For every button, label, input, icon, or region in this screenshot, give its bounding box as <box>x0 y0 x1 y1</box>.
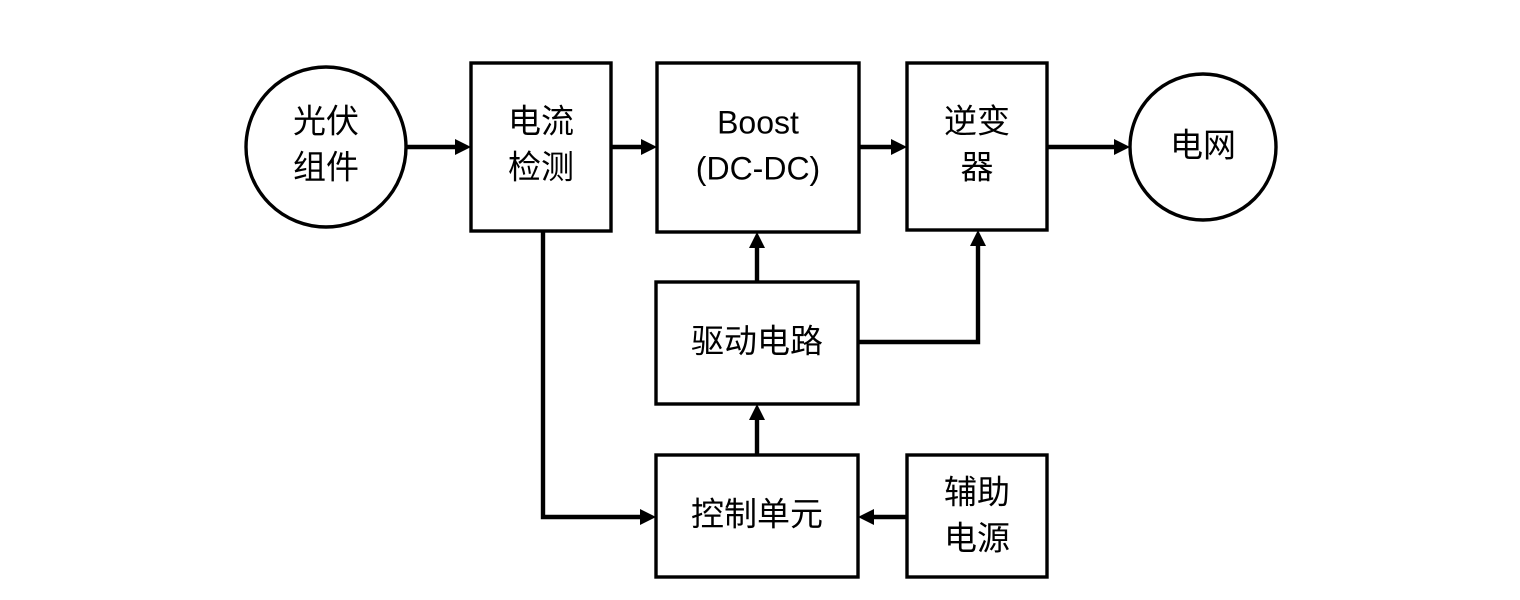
node-current-detection[interactable]: 电流 检测 <box>469 61 613 233</box>
pv-module-label-line1: 光伏 <box>293 103 359 140</box>
arrowhead-icon <box>858 509 874 525</box>
arrowhead-icon <box>455 139 471 155</box>
auxiliary-power-box[interactable] <box>905 453 1049 579</box>
control-unit-box[interactable] <box>654 453 860 579</box>
node-drive-circuit[interactable]: 驱动电路 <box>654 280 860 406</box>
edge-drive-circuit-to-inverter <box>858 230 986 345</box>
current-detection-label-line2: 检测 <box>508 149 574 186</box>
arrowhead-icon <box>1114 139 1130 155</box>
drive-circuit-box[interactable] <box>654 280 860 406</box>
auxiliary-power-label-line1: 辅助 <box>944 474 1010 511</box>
node-power-grid[interactable]: 电网 <box>1128 72 1278 222</box>
auxiliary-power-label-line2: 电源 <box>944 520 1010 557</box>
arrowhead-icon <box>970 230 986 246</box>
boost-dcdc-label-line2: (DC-DC) <box>696 150 820 186</box>
edge-drive-circuit-to-boost <box>749 232 765 282</box>
boost-dcdc-box[interactable] <box>655 61 861 234</box>
arrowhead-icon <box>640 509 656 525</box>
arrowhead-icon <box>641 139 657 155</box>
pv-module-circle[interactable] <box>244 65 408 229</box>
edge-boost-to-inverter <box>859 139 907 155</box>
node-auxiliary-power[interactable]: 辅助 电源 <box>905 453 1049 579</box>
arrowhead-icon <box>749 404 765 420</box>
edge-line-segment <box>858 244 981 345</box>
edge-line-segment <box>540 231 642 520</box>
edge-auxiliary-power-to-control-unit <box>858 509 907 525</box>
node-control-unit[interactable]: 控制单元 <box>654 453 860 579</box>
node-inverter[interactable]: 逆变 器 <box>905 61 1049 232</box>
inverter-label-line1: 逆变 <box>944 103 1010 140</box>
arrowhead-icon <box>891 139 907 155</box>
power-grid-label: 电网 <box>1170 127 1236 164</box>
drive-circuit-label: 驱动电路 <box>691 323 823 360</box>
node-boost-dcdc[interactable]: Boost (DC-DC) <box>655 61 861 234</box>
edge-pv-to-current-detection <box>406 139 471 155</box>
edge-control-unit-to-drive-circuit <box>749 404 765 455</box>
edge-inverter-to-power-grid <box>1047 139 1130 155</box>
pv-module-label-line2: 组件 <box>293 149 359 186</box>
node-pv-module[interactable]: 光伏 组件 <box>244 65 408 229</box>
edge-current-detection-to-boost <box>611 139 657 155</box>
arrowhead-icon <box>749 232 765 248</box>
control-unit-label: 控制单元 <box>691 496 823 533</box>
edge-current-detection-to-control-unit <box>540 231 656 525</box>
boost-dcdc-label-line1: Boost <box>717 104 799 140</box>
inverter-box[interactable] <box>905 61 1049 232</box>
power-grid-circle[interactable] <box>1128 72 1278 222</box>
current-detection-box[interactable] <box>469 61 613 233</box>
inverter-label-line2: 器 <box>961 149 994 186</box>
current-detection-label-line1: 电流 <box>508 103 574 140</box>
